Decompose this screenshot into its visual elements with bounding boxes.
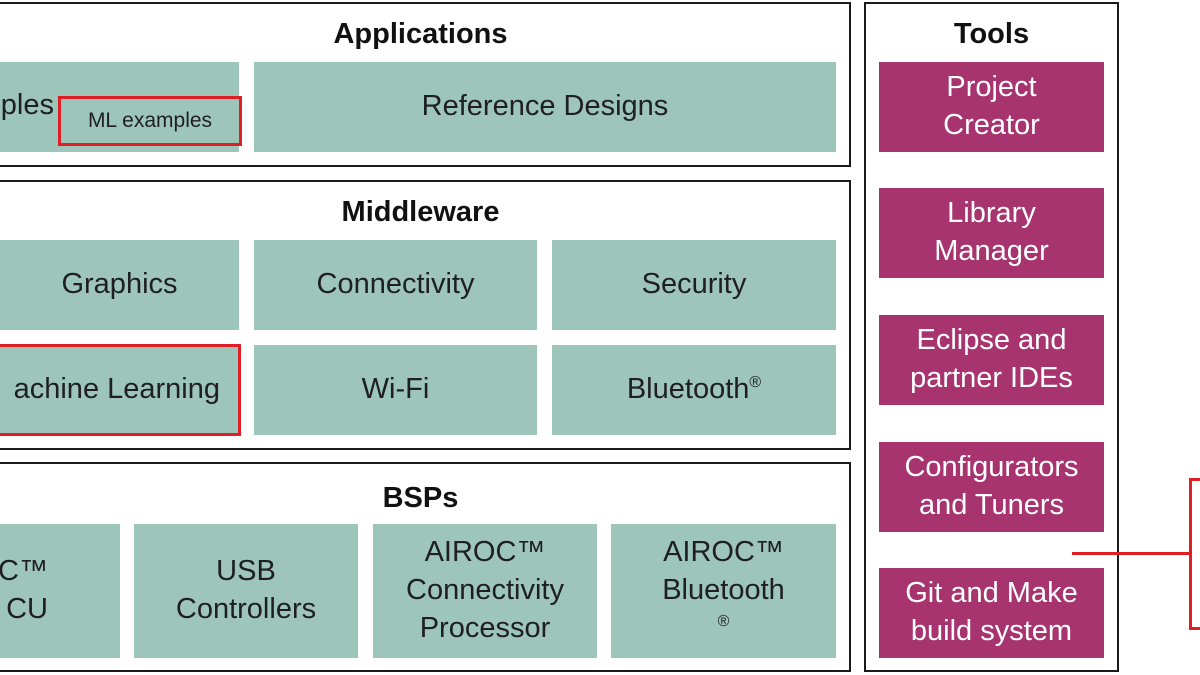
security-box: Security (552, 240, 836, 330)
airoc-cp-line2: Connectivity (406, 574, 564, 607)
tool-line1: Library (947, 197, 1036, 230)
machine-learning-label: achine Learning (13, 373, 220, 406)
tool-line1: Configurators (904, 451, 1079, 484)
ml-examples-label: ML examples (87, 109, 213, 132)
reference-designs-label: Reference Designs (421, 90, 669, 123)
registered-mark: ® (749, 374, 762, 391)
tool-line2: build system (910, 615, 1073, 647)
airoc-bluetooth-box: AIROC™ Bluetooth® (611, 524, 836, 658)
tool-line2: Creator (943, 109, 1040, 141)
tool-project-creator: Project Creator (879, 62, 1104, 152)
airoc-bt-line2: Bluetooth® (662, 574, 785, 630)
wifi-label: Wi-Fi (361, 373, 430, 406)
mcu-box: C™ CU (0, 524, 120, 658)
connectivity-box: Connectivity (254, 240, 537, 330)
tool-configurators-tuners: Configurators and Tuners (879, 442, 1104, 532)
airoc-cp-line1: AIROC™ (424, 536, 546, 569)
bracket-bottom (1189, 627, 1200, 630)
usb-line2: Controllers (175, 593, 317, 625)
tool-library-manager: Library Manager (879, 188, 1104, 278)
mcu-line1: C™ (0, 555, 48, 588)
tool-line1: Project (946, 71, 1037, 104)
airoc-bt-line1: AIROC™ (663, 536, 784, 569)
connector-line (1072, 552, 1192, 555)
examples-label: ples (0, 89, 54, 122)
security-label: Security (641, 268, 747, 301)
usb-controllers-box: USB Controllers (134, 524, 358, 658)
tool-line1: Eclipse and (916, 324, 1067, 357)
tools-title: Tools (953, 18, 1030, 50)
bluetooth-box: Bluetooth® (552, 345, 836, 435)
examples-box: ples (0, 62, 239, 152)
machine-learning-box: achine Learning (0, 344, 241, 436)
bracket-vertical (1189, 478, 1192, 630)
tool-line1: Git and Make (905, 577, 1078, 610)
bracket-top (1189, 478, 1200, 481)
registered-mark: ® (717, 612, 730, 630)
tool-eclipse-ides: Eclipse and partner IDEs (879, 315, 1104, 405)
applications-title: Applications (333, 18, 508, 50)
airoc-connectivity-box: AIROC™ Connectivity Processor (373, 524, 597, 658)
tool-line2: and Tuners (918, 489, 1065, 521)
airoc-cp-line3: Processor (419, 611, 551, 644)
usb-line1: USB (216, 555, 276, 588)
tool-line2: Manager (934, 235, 1049, 267)
middleware-title: Middleware (341, 196, 500, 228)
bsps-title: BSPs (382, 482, 459, 514)
wifi-box: Wi-Fi (254, 345, 537, 435)
bluetooth-label: Bluetooth® (626, 373, 762, 406)
reference-designs-box: Reference Designs (254, 62, 836, 152)
connectivity-label: Connectivity (316, 268, 475, 301)
graphics-label: Graphics (61, 268, 178, 301)
tool-line2: partner IDEs (910, 362, 1073, 394)
ml-examples-highlight: ML examples (58, 96, 242, 146)
tool-git-make: Git and Make build system (879, 568, 1104, 658)
mcu-line2: CU (6, 593, 48, 625)
graphics-box: Graphics (0, 240, 239, 330)
